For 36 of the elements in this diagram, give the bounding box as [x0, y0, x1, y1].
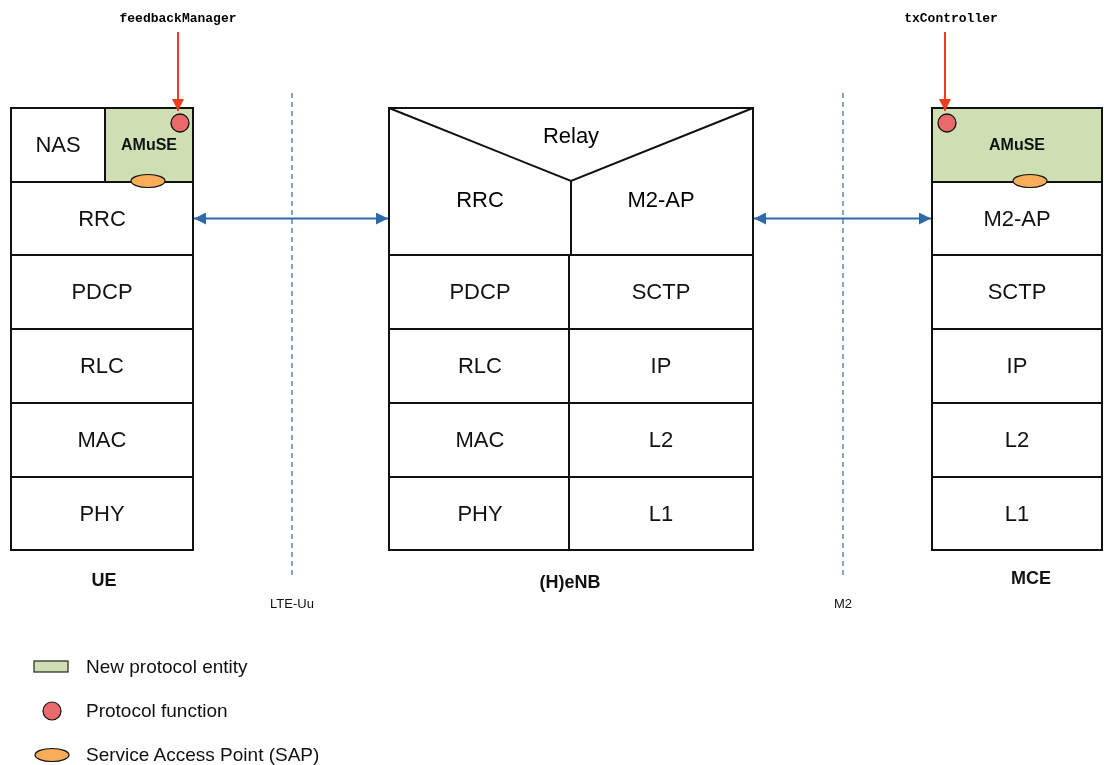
- protocol-layer: IP: [568, 328, 754, 404]
- interface-label: M2: [833, 596, 853, 611]
- entity-label: txController: [891, 8, 1011, 28]
- protocol-layer: L2: [568, 402, 754, 478]
- protocol-layer: PDCP: [10, 254, 194, 330]
- protocol-layer: L2: [931, 402, 1103, 478]
- legend-label: Service Access Point (SAP): [86, 744, 320, 765]
- arrow: [172, 31, 184, 112]
- protocol-layer: MAC: [10, 402, 194, 478]
- protocol-layer: SCTP: [931, 254, 1103, 330]
- legend-label: Protocol function: [86, 700, 228, 722]
- protocol-entity-box: [931, 107, 1103, 183]
- protocol-layer: M2-AP: [931, 181, 1103, 256]
- protocol-entity-box: [104, 107, 194, 183]
- protocol-layer: L1: [931, 476, 1103, 551]
- protocol-layer: L1: [568, 476, 754, 551]
- layer-name: AMuSE: [121, 136, 177, 154]
- relay-layer: Relay: [388, 107, 754, 183]
- protocol-layer: RLC: [10, 328, 194, 404]
- layer-name: AMuSE: [989, 136, 1045, 154]
- arrow: [193, 212, 389, 225]
- entity-caption: MCE: [1011, 568, 1051, 589]
- entity-caption: (H)eNB: [539, 572, 601, 593]
- protocol-function-circle: [170, 113, 190, 133]
- arrow: [753, 212, 932, 225]
- entity-label: feedbackManager: [98, 8, 258, 28]
- entity-caption: UE: [91, 570, 117, 591]
- arrow: [939, 31, 951, 112]
- protocol-function-circle: [937, 113, 957, 133]
- protocol-layer: IP: [931, 328, 1103, 404]
- protocol-layer: NAS: [10, 107, 106, 183]
- protocol-layer: PHY: [10, 476, 194, 551]
- legend-label: New protocol entity: [86, 656, 248, 678]
- interface-label: LTE-Uu: [270, 596, 314, 611]
- protocol-layer: SCTP: [568, 254, 754, 330]
- protocol-layer: RRC: [10, 181, 194, 256]
